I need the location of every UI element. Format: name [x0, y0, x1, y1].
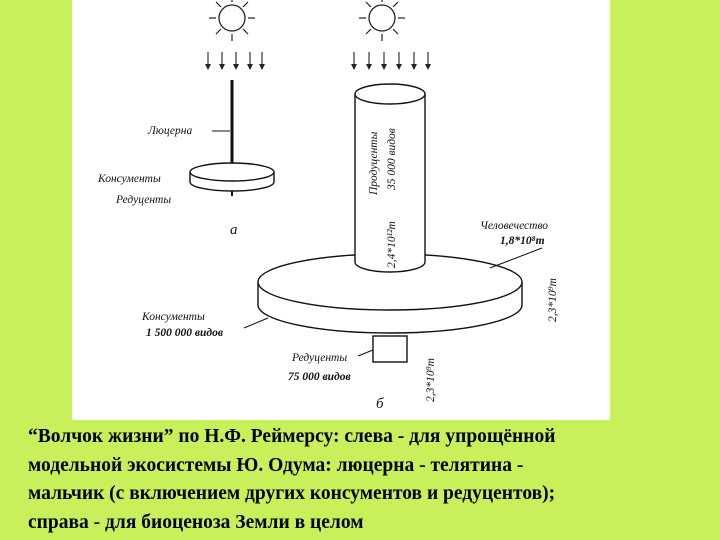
caption-line-3: мальчик (с включением других консументов… [28, 483, 556, 504]
sun-left-icon [208, 0, 256, 42]
left-consumers-label: Консументы [97, 173, 161, 185]
right-reducers-label: Редуценты [291, 352, 347, 364]
life-top-diagram: Люцерна Консументы Редуценты а Продуцент… [97, 0, 559, 412]
letter-b: б [376, 396, 384, 412]
humanity-pointer [489, 247, 543, 269]
producers-count: 35 000 видов [386, 128, 398, 191]
consumers-mass: 2,3*10⁹т [547, 278, 559, 322]
humanity-label: Человечество [480, 220, 548, 232]
earth-biocenosis-top [257, 83, 523, 363]
light-arrows-left [204, 51, 266, 71]
right-consumers-count: 1 500 000 видов [146, 327, 223, 339]
caption-line-4: справа - для биоценоза Земли в целом [28, 511, 364, 533]
reducers-pointer [357, 349, 374, 357]
figure-panel: Люцерна Консументы Редуценты а Продуцент… [72, 0, 610, 420]
caption-line-2: модельной экосистемы Ю. Одума: люцерна -… [28, 454, 524, 476]
light-arrows-right [350, 51, 432, 71]
producers-label: Продуценты [368, 131, 380, 196]
caption-line-1: “Волчок жизни” по Н.Ф. Реймерсу: слева -… [28, 426, 556, 447]
small-top-model [189, 80, 275, 196]
right-reducers-count: 75 000 видов [288, 371, 351, 383]
right-consumers-label: Консументы [141, 311, 205, 323]
left-plant-label: Люцерна [147, 125, 192, 137]
reducers-mass: 2,3*10⁹т [425, 358, 437, 402]
humanity-mass: 1,8*10⁸т [500, 235, 545, 247]
letter-a: а [230, 222, 238, 238]
caption: “Волчок жизни” по Н.Ф. Реймерсу: слева -… [28, 423, 708, 537]
producers-mass: 2,4*10¹²т [386, 221, 398, 268]
consumers-pointer [243, 317, 269, 329]
left-reducers-label: Редуценты [115, 194, 171, 206]
sun-right-icon [358, 0, 406, 42]
